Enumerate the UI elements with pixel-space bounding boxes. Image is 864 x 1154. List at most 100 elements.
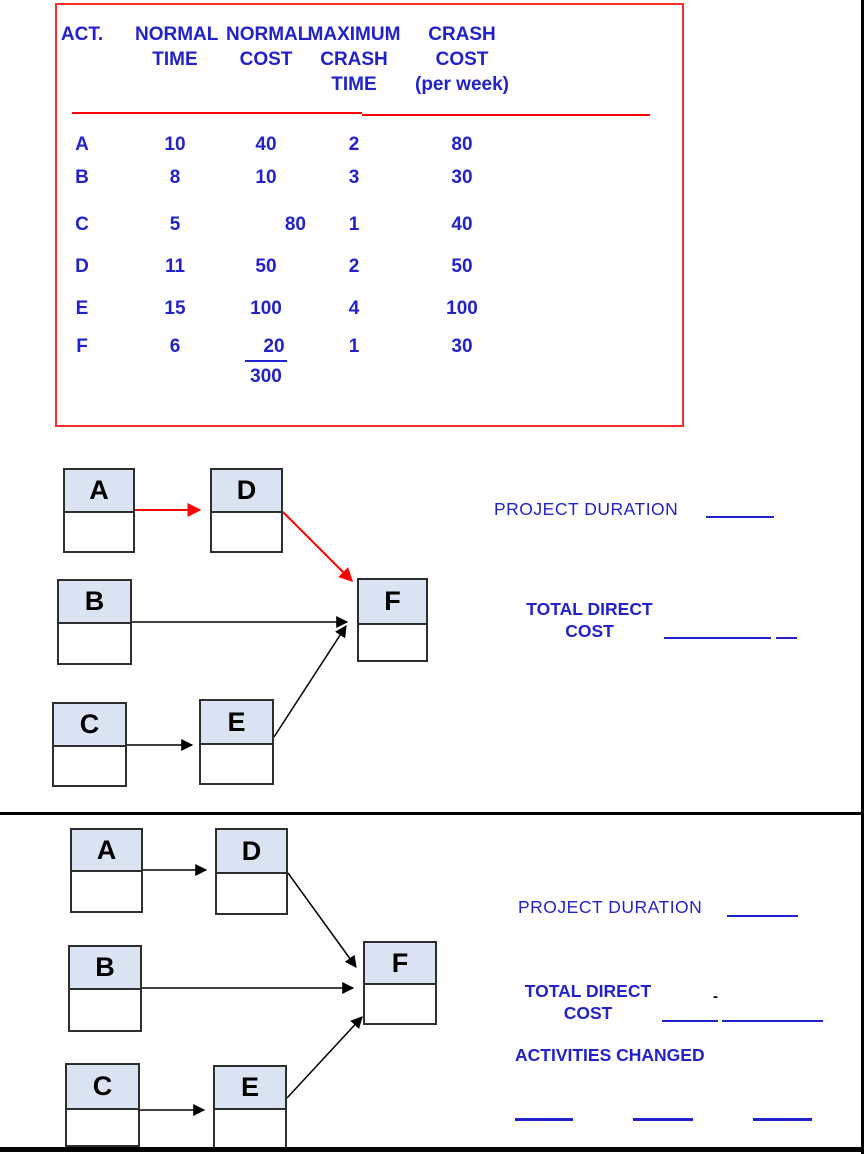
cell-normal-cost: 10 (255, 167, 277, 188)
table-row-b: B 8 10 3 30 (57, 166, 682, 190)
node-f-diagram2: F (363, 941, 437, 1025)
cell-normal-cost: 50 (255, 256, 277, 277)
page-right-border (861, 0, 864, 1154)
section-divider-line (0, 812, 864, 815)
node-d-diagram2: D (215, 828, 288, 915)
node-label-cell: A (72, 830, 141, 872)
table-row-e: E 15 100 4 100 (57, 297, 682, 321)
arrow-e-f-diagram2 (286, 1016, 363, 1099)
node-label: D (241, 835, 262, 866)
node-label-cell: C (54, 704, 125, 747)
total-normal-cost: 300 (250, 366, 282, 387)
cell-act: D (75, 256, 89, 277)
node-label-cell: C (67, 1065, 138, 1110)
node-label-cell: E (201, 701, 272, 745)
table-row-a: A 10 40 2 80 (57, 133, 682, 157)
node-label: C (79, 709, 100, 739)
node-label-cell: B (70, 947, 140, 990)
node-b-diagram2: B (68, 945, 142, 1032)
header-act: ACT. (60, 24, 104, 45)
cell-normal-time: 11 (164, 256, 186, 277)
cell-normal-cost: 40 (255, 134, 277, 155)
cell-crash-cost: 30 (451, 336, 473, 357)
activities-changed-blank-1 (515, 1118, 573, 1121)
node-label: C (92, 1071, 113, 1101)
arrow-d-f-red-diagram1 (282, 511, 353, 582)
node-label: E (227, 706, 246, 737)
cell-crash-cost: 80 (451, 134, 473, 155)
node-d-diagram1: D (210, 468, 283, 553)
node-label: A (89, 475, 109, 505)
total-direct-cost-blank-2a (662, 1020, 718, 1022)
cell-max-crash-time: 1 (348, 336, 360, 357)
sum-underline: 20 (245, 335, 287, 362)
total-direct-cost-label-2: TOTAL DIRECT COST (524, 981, 652, 1023)
node-e-diagram1: E (199, 699, 274, 785)
cell-normal-time: 8 (169, 167, 181, 188)
page-bottom-border (0, 1147, 864, 1152)
node-b-diagram1: B (57, 579, 132, 665)
node-label-cell: A (65, 470, 133, 513)
total-direct-cost-label-1: TOTAL DIRECT COST (526, 599, 653, 641)
node-label: B (95, 952, 115, 982)
node-c-diagram1: C (52, 702, 127, 787)
total-direct-cost-blank-2b (722, 1020, 823, 1022)
cell-normal-cost: 80 (284, 214, 306, 235)
node-label-cell: E (215, 1067, 285, 1110)
cell-act: A (75, 134, 89, 155)
cell-normal-cost: 20 (226, 335, 306, 362)
cell-max-crash-time: 4 (348, 298, 360, 319)
activities-changed-blank-2 (633, 1118, 693, 1121)
total-direct-cost-blank-1a (664, 637, 771, 639)
project-duration-blank-1 (706, 516, 774, 518)
header-underline-left (72, 112, 362, 114)
node-label: D (236, 475, 257, 505)
table-total-row: 300 (57, 365, 682, 389)
project-duration-label-2: PROJECT DURATION (518, 897, 703, 917)
cell-normal-time: 10 (164, 134, 186, 155)
stray-dash: - (713, 988, 718, 1005)
cell-normal-time: 15 (164, 298, 186, 319)
cell-act: B (75, 167, 89, 188)
node-label: F (391, 947, 409, 978)
node-label: A (96, 834, 117, 865)
node-label-cell: F (359, 580, 426, 625)
node-a-diagram2: A (70, 828, 143, 913)
cell-max-crash-time: 2 (348, 256, 360, 277)
cell-crash-cost: 30 (451, 167, 473, 188)
cell-max-crash-time: 2 (348, 134, 360, 155)
node-label-cell: B (59, 581, 130, 624)
arrow-d-f-diagram2 (287, 872, 357, 968)
total-direct-cost-blank-1b (776, 637, 797, 639)
node-e-diagram2: E (213, 1065, 287, 1150)
cell-act: C (75, 214, 89, 235)
activities-changed-label: ACTIVITIES CHANGED (515, 1045, 705, 1065)
cell-crash-cost: 50 (451, 256, 473, 277)
cell-act: F (76, 336, 88, 357)
cell-max-crash-time: 1 (348, 214, 360, 235)
project-duration-label-1: PROJECT DURATION (494, 499, 679, 519)
table-row-f: F 6 20 1 30 (57, 335, 682, 362)
cell-act: E (75, 298, 89, 319)
node-label-cell: D (217, 830, 286, 874)
node-label: E (240, 1072, 259, 1102)
node-c-diagram2: C (65, 1063, 140, 1147)
activities-changed-blank-3 (753, 1118, 812, 1121)
node-label: F (384, 586, 401, 616)
project-duration-blank-2 (727, 915, 798, 917)
table-row-d: D 11 50 2 50 (57, 255, 682, 279)
node-f-diagram1: F (357, 578, 428, 662)
node-a-diagram1: A (63, 468, 135, 553)
node-label-cell: D (212, 470, 281, 513)
table-row-c: C 5 80 1 40 (57, 213, 682, 237)
cell-normal-time: 5 (169, 214, 181, 235)
cell-crash-cost: 40 (451, 214, 473, 235)
cell-crash-cost: 100 (446, 298, 478, 319)
node-label-cell: F (365, 943, 435, 985)
